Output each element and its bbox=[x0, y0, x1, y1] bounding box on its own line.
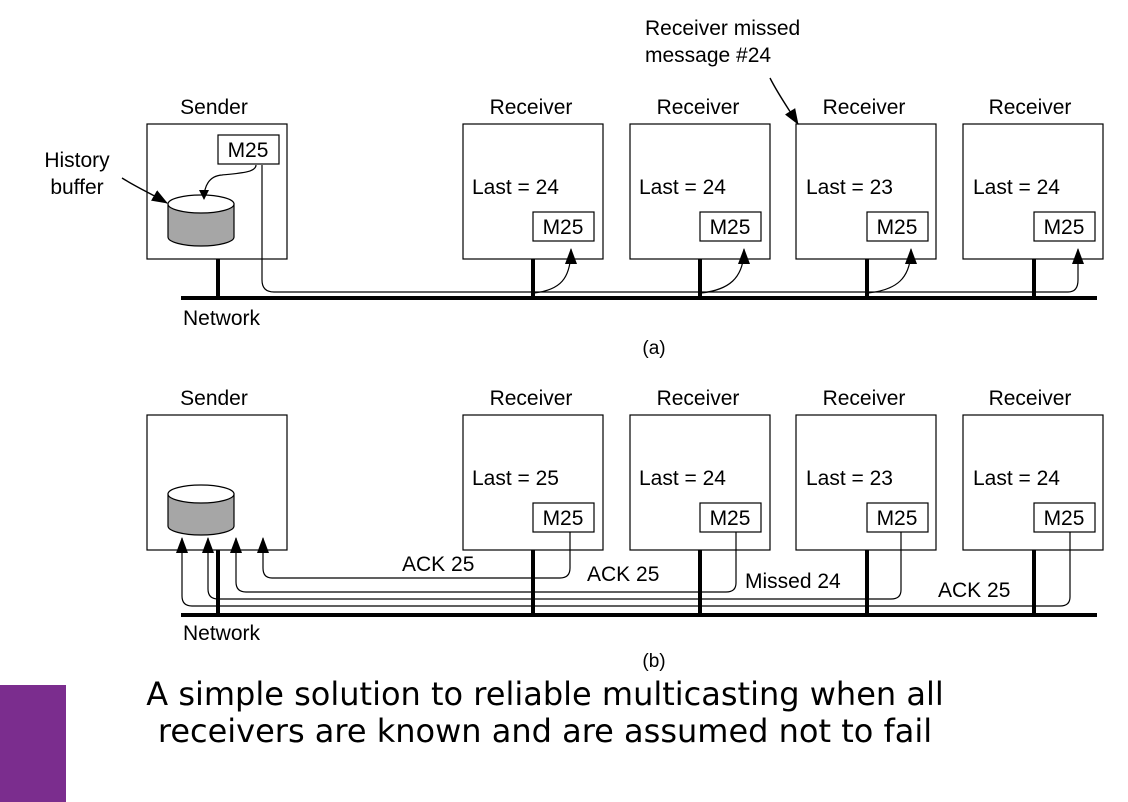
message-box bbox=[532, 502, 595, 533]
history-buffer-disk bbox=[167, 484, 235, 536]
missed-note-2: message #24 bbox=[645, 44, 771, 67]
receiver-title: Receiver bbox=[657, 96, 740, 119]
history-buffer-label-1: History bbox=[44, 149, 110, 172]
delivery-arrow bbox=[867, 248, 917, 294]
sender-title: Sender bbox=[180, 387, 248, 410]
sender-title: Sender bbox=[180, 96, 248, 119]
missed-note-1: Receiver missed bbox=[645, 17, 800, 40]
receiver-title: Receiver bbox=[989, 387, 1072, 410]
receiver-b-4: Receiver Last = 24 M25 bbox=[962, 387, 1104, 615]
message-box bbox=[699, 502, 762, 533]
message-label: M25 bbox=[710, 507, 751, 530]
store-arrow bbox=[199, 164, 257, 200]
feedback-label-3: Missed 24 bbox=[745, 570, 841, 593]
receiver-title: Receiver bbox=[490, 387, 573, 410]
history-buffer-pointer bbox=[121, 177, 168, 204]
message-box bbox=[532, 211, 595, 242]
network-label: Network bbox=[183, 307, 261, 330]
message-label: M25 bbox=[877, 216, 918, 239]
panel-caption: (b) bbox=[642, 651, 665, 672]
accent-bar bbox=[0, 685, 66, 802]
receiver-title: Receiver bbox=[823, 96, 906, 119]
ack-path-4 bbox=[176, 531, 1071, 607]
message-label: M25 bbox=[1044, 216, 1085, 239]
message-label: M25 bbox=[543, 507, 584, 530]
message-box bbox=[866, 211, 929, 242]
last-seq: Last = 23 bbox=[806, 467, 893, 490]
receiver-title: Receiver bbox=[490, 96, 573, 119]
panel-caption: (a) bbox=[642, 338, 665, 359]
receiver-b-3: Receiver Last = 23 M25 bbox=[795, 387, 937, 615]
message-label: M25 bbox=[877, 507, 918, 530]
last-seq: Last = 23 bbox=[806, 176, 893, 199]
history-buffer-disk bbox=[167, 194, 235, 247]
last-seq: Last = 25 bbox=[472, 467, 559, 490]
panel-a: Sender M25 History buffer Network (a) Re… bbox=[44, 17, 1104, 359]
receiver-title: Receiver bbox=[989, 96, 1072, 119]
receiver-title: Receiver bbox=[657, 387, 740, 410]
last-seq: Last = 24 bbox=[639, 176, 726, 199]
message-label: M25 bbox=[1044, 507, 1085, 530]
sender-message-label: M25 bbox=[228, 139, 269, 162]
message-box bbox=[1033, 502, 1096, 533]
delivery-arrow bbox=[700, 248, 750, 294]
last-seq: Last = 24 bbox=[973, 467, 1060, 490]
slide-caption: A simple solution to reliable multicasti… bbox=[146, 675, 944, 750]
receiver-b-1: Receiver Last = 25 M25 bbox=[462, 387, 604, 615]
receiver-a-1: Receiver Last = 24 M25 bbox=[462, 96, 604, 298]
panel-b: Sender Network (b) ACK 25 ACK 25 Missed … bbox=[146, 387, 1104, 672]
feedback-label-1: ACK 25 bbox=[402, 553, 474, 576]
message-label: M25 bbox=[543, 216, 584, 239]
multicast-path bbox=[261, 165, 1084, 293]
ack-path-2 bbox=[230, 531, 737, 593]
last-seq: Last = 24 bbox=[973, 176, 1060, 199]
message-label: M25 bbox=[710, 216, 751, 239]
last-seq: Last = 24 bbox=[639, 467, 726, 490]
message-box bbox=[866, 502, 929, 533]
missed-path bbox=[202, 531, 902, 600]
message-box bbox=[699, 211, 762, 242]
history-buffer-label-2: buffer bbox=[50, 176, 103, 199]
receiver-a-3: Receiver Last = 23 M25 bbox=[795, 96, 937, 298]
receiver-b-2: Receiver Last = 24 M25 bbox=[629, 387, 771, 615]
receiver-a-2: Receiver Last = 24 M25 bbox=[629, 96, 771, 298]
network-label: Network bbox=[183, 622, 261, 645]
feedback-label-2: ACK 25 bbox=[587, 563, 659, 586]
message-box bbox=[1033, 211, 1096, 242]
sender-message-box bbox=[217, 134, 280, 165]
delivery-arrow bbox=[533, 248, 577, 294]
receiver-title: Receiver bbox=[823, 387, 906, 410]
feedback-label-4: ACK 25 bbox=[938, 579, 1010, 602]
missed-note-pointer bbox=[769, 77, 799, 125]
ack-path-1 bbox=[257, 531, 571, 579]
receiver-a-4: Receiver Last = 24 M25 bbox=[962, 96, 1104, 298]
last-seq: Last = 24 bbox=[472, 176, 559, 199]
